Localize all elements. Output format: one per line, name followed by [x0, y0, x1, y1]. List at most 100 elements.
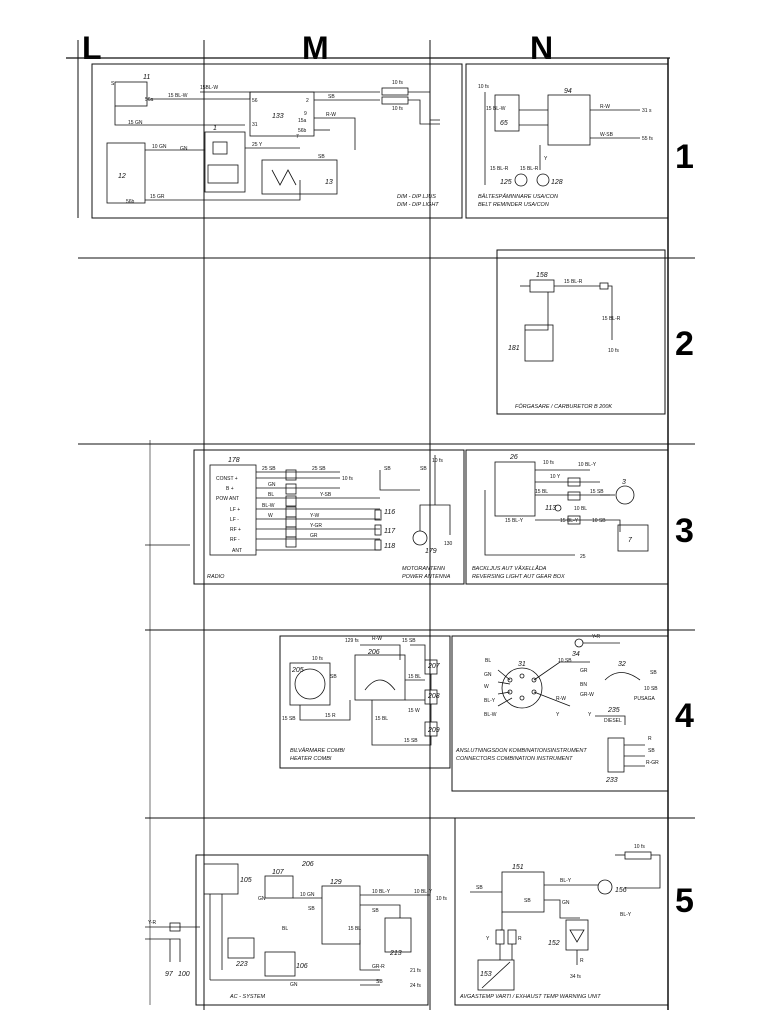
component-32-label: 32 — [618, 661, 626, 668]
component-34-label: 34 — [572, 651, 580, 658]
panel-carburetor: 158 15 BL-R 15 BL-R 10 fs 181 FÖRGASARE … — [496, 249, 666, 415]
wire-r-w-belt: R-W — [600, 104, 610, 110]
wire-10-gn: 10 GN — [152, 144, 167, 150]
wire-w-radio: W — [268, 513, 273, 519]
terminal-7: 7 — [296, 134, 299, 140]
component-128-label: 128 — [551, 179, 563, 186]
caption-bilvarmare: BILVÄRMARE COMBI — [290, 747, 345, 754]
wire-sb-top: SB — [328, 94, 335, 100]
component-151-label: 151 — [512, 864, 524, 871]
ref-97: 97 — [165, 971, 174, 978]
component-107 — [264, 875, 294, 899]
wire-15-bl-r-carb-b: 15 BL-R — [602, 316, 621, 322]
component-34 — [574, 638, 584, 648]
wire-15-bl-r-belt-a: 15 BL-R — [490, 166, 509, 172]
speaker-116-label: 116 — [384, 509, 395, 516]
component-233 — [607, 737, 625, 773]
caption-connectors: CONNECTORS COMBINATION INSTRUMENT — [456, 756, 573, 762]
wire-r-gr-instr: R-GR — [646, 760, 659, 766]
wire-15-bl-heater: 15 BL — [408, 674, 421, 680]
component-156-lamp — [597, 879, 613, 895]
component-206 — [354, 654, 406, 701]
wire-10-sb-instr-b: 10 SB — [558, 658, 572, 664]
wire-gn: GN — [180, 146, 188, 152]
wire-y-sb-radio: Y-SB — [320, 492, 332, 498]
row-number-1: 1 — [675, 138, 694, 176]
component-156-label: 156 — [615, 887, 627, 894]
component-32-connector — [604, 672, 641, 681]
wire-sb-instr-b: SB — [648, 748, 655, 754]
wire-10-bl-y-ac-b: 10 BL-Y — [414, 889, 433, 895]
wire-y-exhaust: Y — [486, 936, 490, 942]
component-13-label: 13 — [325, 179, 333, 186]
ref-25: 25 — [580, 554, 586, 560]
panel-radio: 178 CONST + B + POW ANT LF + LF - RF + R… — [193, 449, 465, 585]
wire-10-y: 10 Y — [550, 474, 561, 480]
pin-b-plus: B + — [226, 486, 234, 492]
component-12-label: 12 — [118, 173, 126, 180]
pin-pow-ant: POW ANT — [216, 496, 239, 502]
component-235-label: 235 — [607, 707, 620, 714]
panel-combination-instrument: 31 BL GN W BL-Y BL-W R-W Y Y-R GR BN GR-… — [451, 634, 669, 792]
component-233-label: 233 — [605, 777, 618, 784]
wire-10-gn-ac: 10 GN — [300, 892, 315, 898]
wire-bl-radio: BL — [268, 492, 274, 498]
component-11-label: 11 — [143, 74, 150, 81]
wire-sb-radio-a: SB — [384, 466, 391, 472]
component-26-label: 26 — [509, 454, 518, 461]
wire-gr-instr: GR — [580, 668, 588, 674]
fuse-10-b — [381, 96, 409, 105]
row-number-2: 2 — [675, 325, 694, 363]
wire-15-r-heater: 15 R — [325, 713, 336, 719]
wire-bl-ac: BL — [282, 926, 288, 932]
wire-15-bl: 15 BL — [535, 489, 548, 495]
wire-bl-y-instr: BL-Y — [484, 698, 496, 704]
component-65-label: 65 — [500, 120, 508, 127]
wire-sb-exhaust-b: SB — [524, 898, 531, 904]
wire-r-w: R-W — [326, 112, 336, 118]
caption-anslutningsdon: ANSLUTNINGSDON KOMBINATIONSINSTRUMENT — [455, 748, 587, 754]
wire-15-bl-w-belt: 15 BL-W — [486, 106, 506, 112]
wire-10-bl-y: 10 BL-Y — [578, 462, 597, 468]
wire-r-exhaust-b: R — [518, 936, 522, 942]
wire-y-instr: Y — [556, 712, 560, 718]
wire-sb-ac-b: SB — [372, 908, 379, 914]
component-179-label: 179 — [425, 548, 437, 555]
ref-31-s: 31 s — [642, 108, 652, 114]
wire-gn-exhaust: GN — [562, 900, 570, 906]
component-113-label: 113 — [545, 505, 556, 512]
ref-10-fs-heater: 10 fs — [312, 656, 323, 662]
component-158-label: 158 — [536, 272, 548, 279]
panel-belt-reminder: 10 fs 65 94 R-W 31 s W-SB 55 fs 15 BL-W … — [465, 63, 669, 219]
wire-sb-instr: SB — [650, 670, 657, 676]
wire-y-instr-b: Y — [588, 712, 592, 718]
component-3 — [615, 485, 635, 505]
terminal-31: 31 — [252, 122, 258, 128]
wire-r-exhaust: R — [580, 958, 584, 964]
component-106 — [264, 951, 296, 977]
wire-gn-ac-b: GN — [290, 982, 298, 988]
caption-radio: RADIO — [207, 574, 225, 580]
wire-25-sb-b: 25 SB — [312, 466, 326, 472]
component-205-label: 205 — [291, 667, 304, 674]
row-number-5: 5 — [675, 882, 694, 920]
wire-w-sb-belt: W-SB — [600, 132, 614, 138]
column-letter-n: N — [530, 30, 554, 66]
component-133-label: 133 — [272, 113, 284, 120]
terminal-15a: 15a — [298, 118, 307, 124]
wire-y-belt: Y — [544, 156, 548, 162]
panel-ac-system: 105 107 129 206 223 106 213 10 BL-Y 10 B… — [145, 854, 447, 1006]
wire-gn-instr: GN — [484, 672, 492, 678]
radio-connectors — [285, 469, 297, 548]
tag-pusaga: PUSAGA — [634, 696, 656, 702]
caption-heater-combi: HEATER COMBI — [290, 756, 332, 762]
component-125-label: 125 — [500, 179, 512, 186]
wire-25-sb-a: 25 SB — [262, 466, 276, 472]
tag-diesel: DIESEL — [604, 718, 622, 724]
wire-15-bl-ac: 15 BL — [348, 926, 361, 932]
component-31-label: 31 — [518, 661, 526, 668]
ref-55-fs: 55 fs — [642, 136, 653, 142]
wire-10-bl-y-ac: 10 BL-Y — [372, 889, 391, 895]
